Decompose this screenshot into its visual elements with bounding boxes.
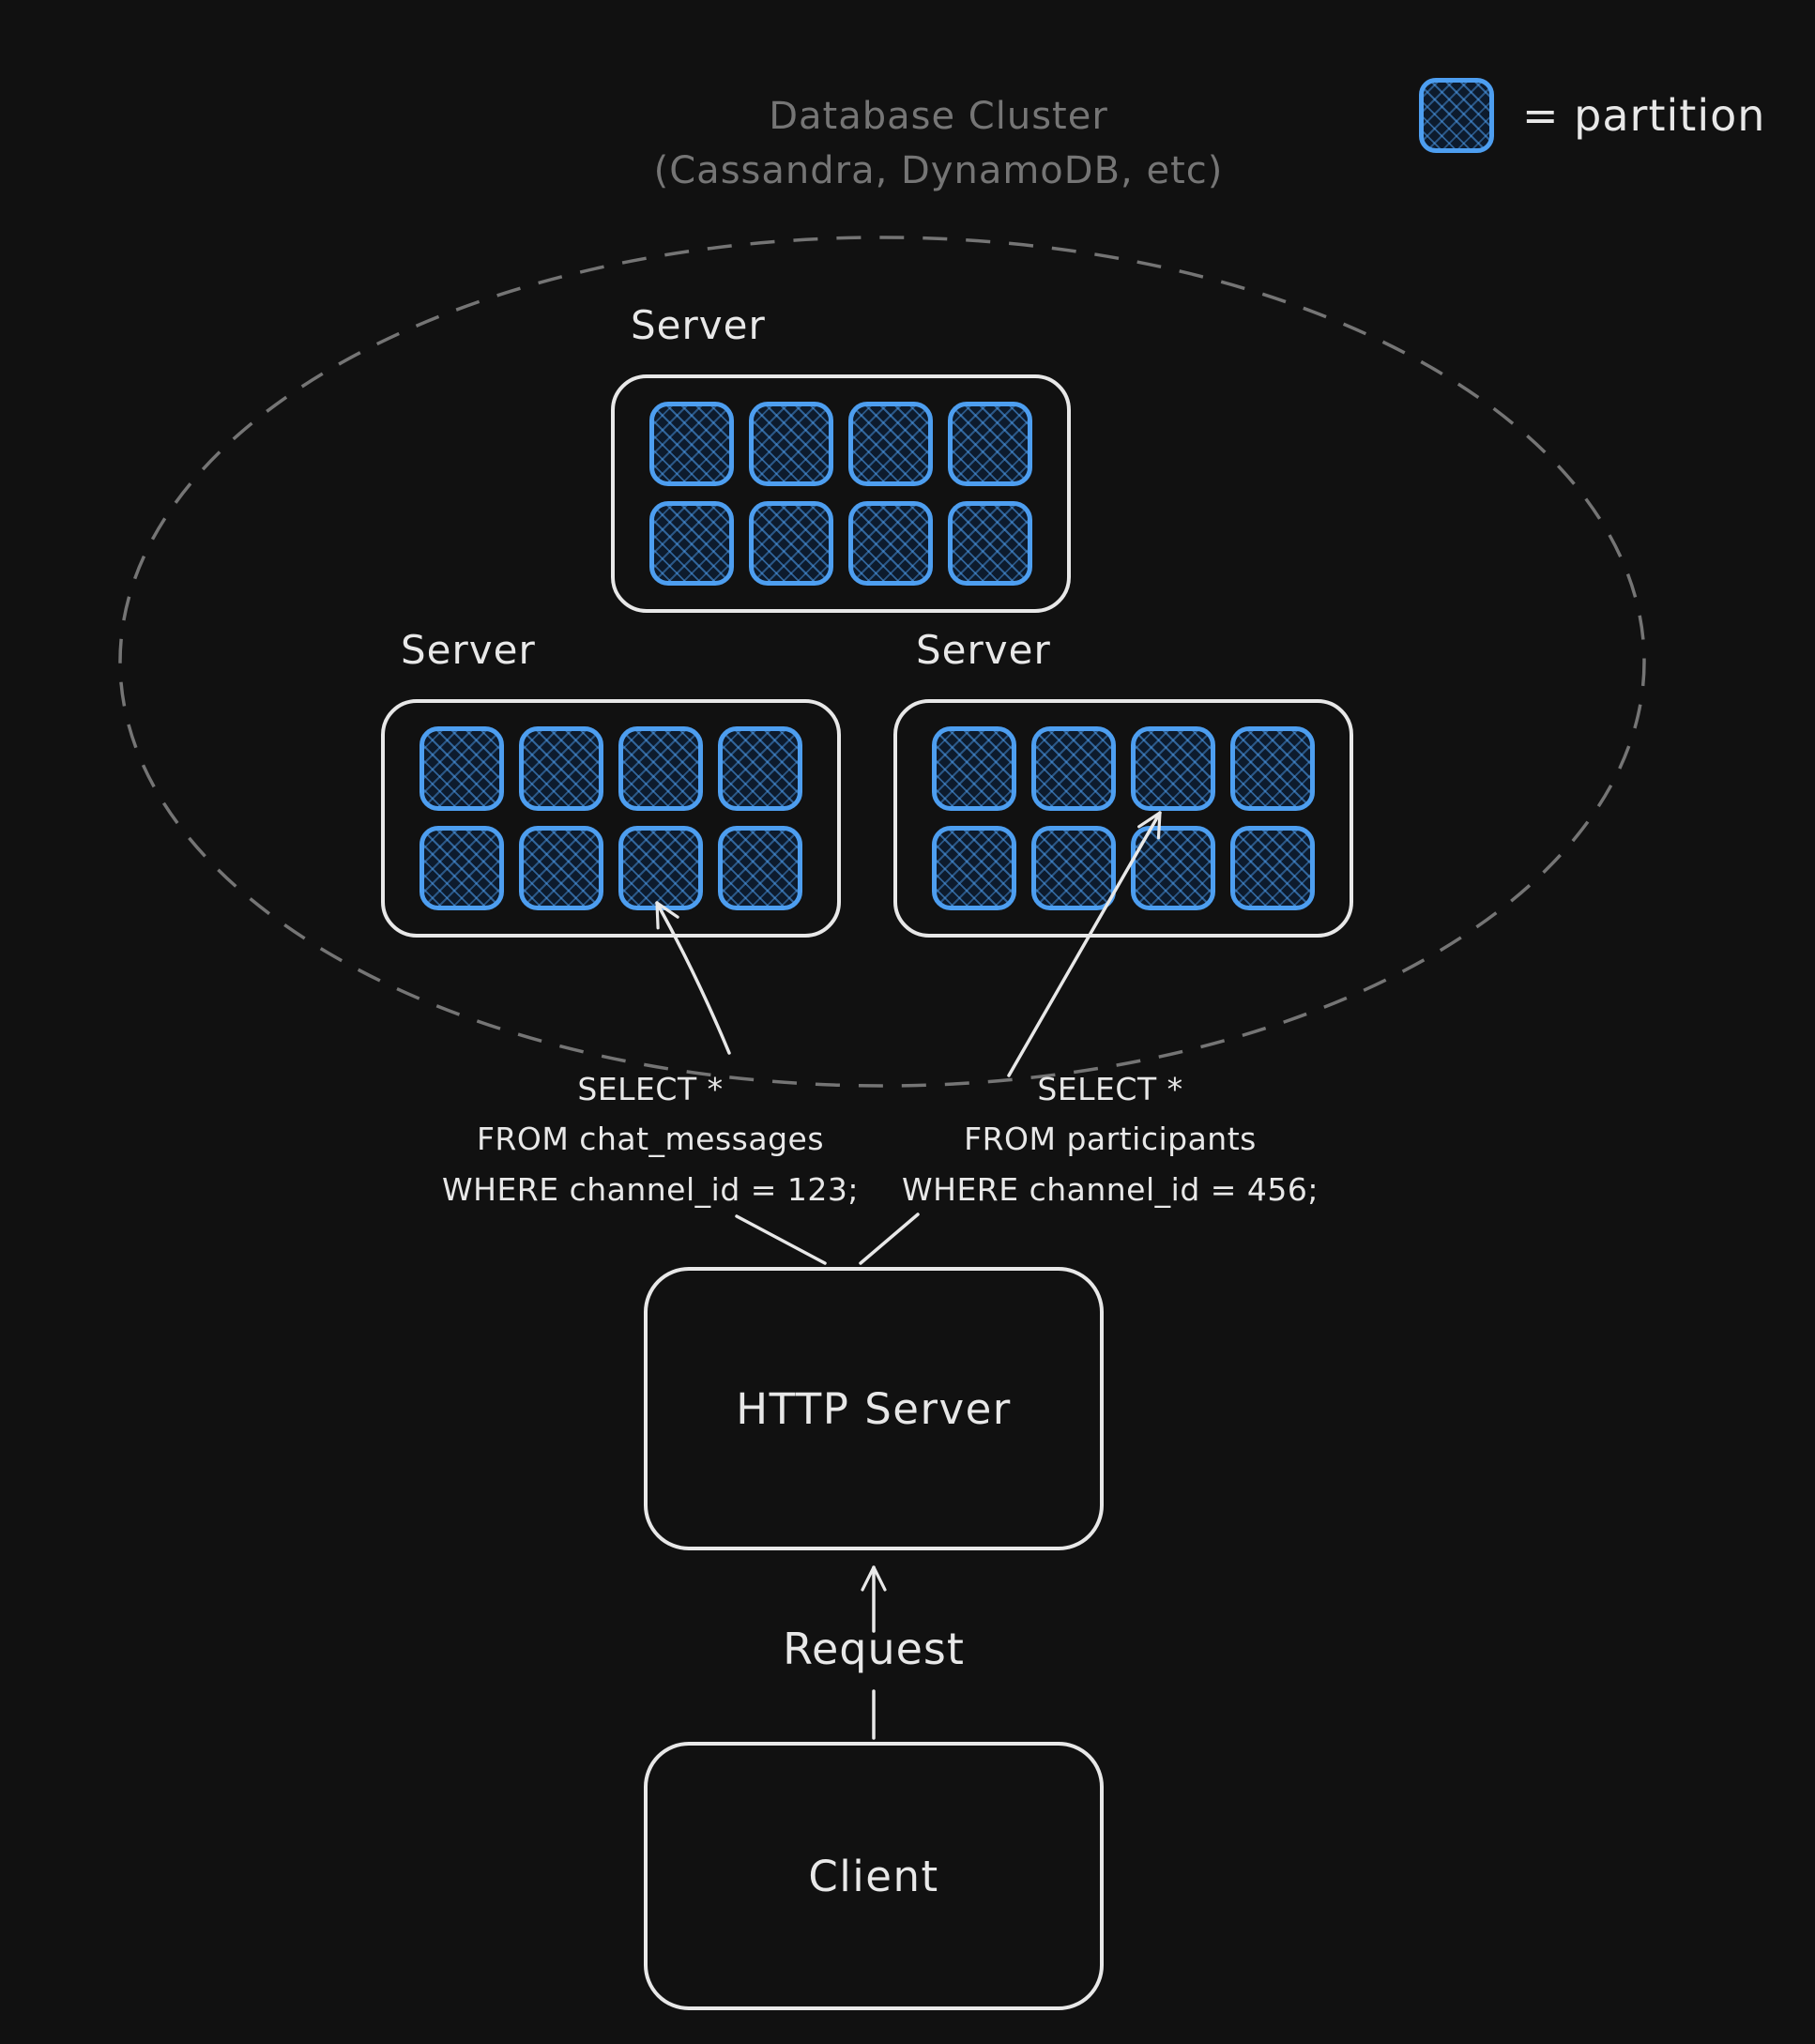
partition-cell: [1031, 726, 1116, 811]
partition-cell: [718, 726, 802, 811]
partition-cell: [1230, 726, 1315, 811]
query-line: FROM chat_messages: [476, 1121, 825, 1158]
diagram-title: Database Cluster (Cassandra, DynamoDB, e…: [601, 89, 1276, 198]
query-line: SELECT *: [577, 1071, 724, 1107]
partition-cell: [419, 726, 504, 811]
partition-cell: [848, 402, 933, 486]
partition-cell: [1031, 826, 1116, 910]
partition-cell: [749, 501, 833, 586]
partition-cell: [519, 826, 603, 910]
partition-swatch-icon: [1419, 78, 1494, 153]
partition-cell: [649, 402, 734, 486]
request-label: Request: [783, 1624, 965, 1674]
title-line-2: (Cassandra, DynamoDB, etc): [653, 149, 1224, 192]
partition-cell: [519, 726, 603, 811]
partition-cell: [848, 501, 933, 586]
partition-cell: [618, 826, 703, 910]
server-box-left: [381, 699, 841, 938]
query-chat-messages: SELECT * FROM chat_messages WHERE channe…: [442, 1064, 859, 1214]
client-label: Client: [808, 1851, 939, 1901]
query-line: SELECT *: [1037, 1071, 1183, 1107]
legend-label: = partition: [1522, 90, 1766, 141]
query-line: WHERE channel_id = 456;: [902, 1170, 1319, 1208]
http-to-query-right-line: [859, 1213, 920, 1265]
partition-cell: [718, 826, 802, 910]
title-line-1: Database Cluster: [769, 95, 1108, 138]
partition-cell: [948, 402, 1032, 486]
http-server-box: HTTP Server: [644, 1267, 1104, 1550]
query-line: FROM participants: [964, 1121, 1257, 1158]
server-box-right: [893, 699, 1353, 938]
server-label-top: Server: [631, 302, 766, 348]
partition-cell: [948, 501, 1032, 586]
server-label-right: Server: [916, 627, 1051, 673]
partition-cell: [618, 726, 703, 811]
query-participants: SELECT * FROM participants WHERE channel…: [902, 1064, 1319, 1214]
partition-cell: [932, 826, 1016, 910]
partition-cell: [1131, 826, 1215, 910]
http-to-query-left-line: [735, 1214, 827, 1265]
partition-cell: [932, 726, 1016, 811]
partition-cell: [649, 501, 734, 586]
client-box: Client: [644, 1742, 1104, 2010]
cluster-dashed-ellipse: [118, 236, 1646, 1088]
query-line: WHERE channel_id = 123;: [442, 1170, 859, 1208]
partition-cell: [1131, 726, 1215, 811]
partition-cell: [1230, 826, 1315, 910]
partition-cell: [419, 826, 504, 910]
server-box-top: [611, 374, 1071, 613]
partition-cell: [749, 402, 833, 486]
server-label-left: Server: [401, 627, 536, 673]
http-server-label: HTTP Server: [736, 1383, 1012, 1434]
legend: = partition: [1419, 78, 1765, 153]
